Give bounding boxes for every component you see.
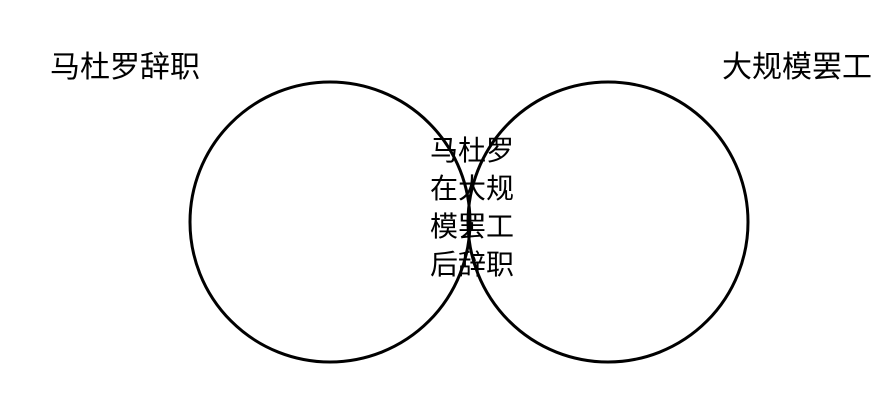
intersection-line-3: 模罢工: [429, 210, 514, 243]
venn-circle-left: [188, 80, 472, 364]
venn-set-label-left: 马杜罗辞职: [50, 50, 200, 85]
venn-set-label-right: 大规模罢工: [722, 50, 872, 85]
intersection-line-4: 后辞职: [429, 248, 514, 281]
intersection-line-1: 马杜罗: [429, 134, 514, 167]
venn-circle-right: [466, 80, 750, 364]
venn-intersection-text: 马杜罗 在大规 模罢工 后辞职: [422, 132, 522, 284]
intersection-line-2: 在大规: [429, 172, 514, 205]
